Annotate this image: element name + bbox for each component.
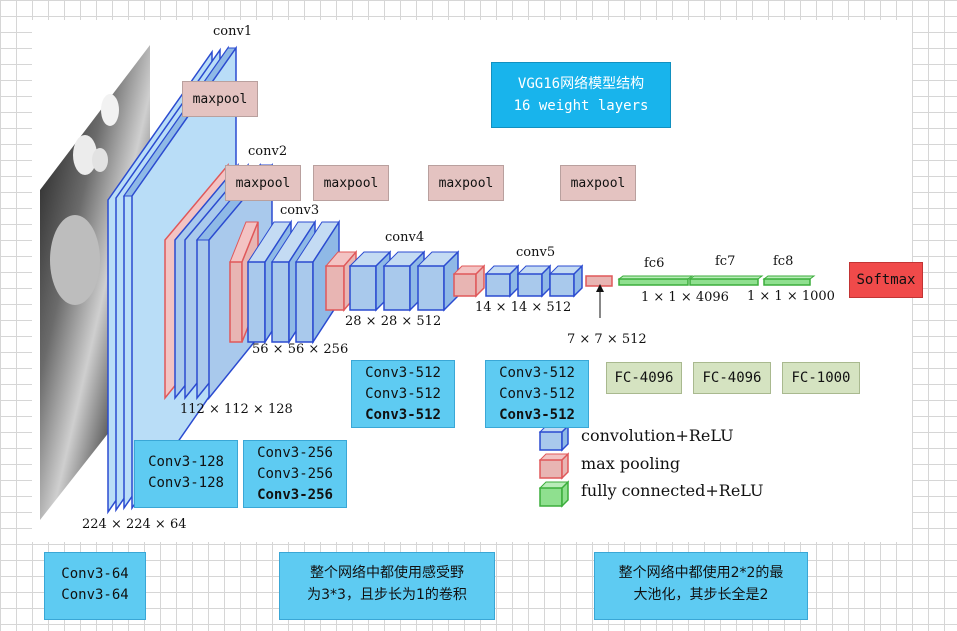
- conv-group-2-line-1: Conv3-128: [148, 454, 224, 470]
- conv2-block: [164, 162, 274, 401]
- legend-fc-cube: [538, 480, 570, 508]
- maxpool-label-5: maxpool: [560, 165, 636, 201]
- conv-group-3-line-1: Conv3-256: [257, 445, 333, 461]
- title-line-2: 16 weight layers: [513, 98, 649, 114]
- conv3-block: [229, 219, 340, 345]
- conv-group-5-line-1: Conv3-512: [499, 365, 575, 381]
- note-pool-line-1: 整个网络中都使用2*2的最: [618, 565, 784, 581]
- pool5-arrow: [596, 284, 604, 318]
- conv-group-3: Conv3-256 Conv3-256 Conv3-256: [243, 440, 347, 508]
- maxpool-label-2: maxpool: [225, 165, 301, 201]
- conv-group-5-line-3: Conv3-512: [499, 407, 575, 423]
- conv-group-3-line-2: Conv3-256: [257, 466, 333, 482]
- fc-layers: [617, 275, 816, 286]
- conv-group-1: Conv3-64 Conv3-64: [44, 552, 146, 620]
- conv3-label: conv3: [280, 203, 320, 218]
- legend-conv-label: convolution+ReLU: [581, 426, 734, 445]
- conv-group-4-line-3: Conv3-512: [365, 407, 441, 423]
- legend-pool-cube: [538, 452, 570, 480]
- dim-fc1000: 1 × 1 × 1000: [747, 289, 835, 304]
- conv4-block: [324, 249, 460, 313]
- conv-group-2-line-2: Conv3-128: [148, 475, 224, 491]
- legend-fc-label: fully connected+ReLU: [581, 481, 764, 500]
- dim-14: 14 × 14 × 512: [475, 300, 572, 315]
- conv-group-1-line-1: Conv3-64: [61, 566, 129, 582]
- legend-pool-label: max pooling: [581, 454, 681, 473]
- dim-7: 7 × 7 × 512: [567, 332, 647, 347]
- title-line-1: VGG16网络模型结构: [517, 76, 645, 92]
- dim-28: 28 × 28 × 512: [345, 314, 442, 329]
- fc7-label: fc7: [715, 254, 736, 269]
- dim-fc4096: 1 × 1 × 4096: [641, 290, 729, 305]
- conv5-label: conv5: [516, 245, 556, 260]
- conv2-label: conv2: [248, 144, 288, 159]
- note-kernel-line-2: 为3*3，且步长为1的卷积: [307, 587, 467, 603]
- conv-group-2: Conv3-128 Conv3-128: [134, 440, 238, 508]
- conv-group-4-line-1: Conv3-512: [365, 365, 441, 381]
- conv-group-1-line-2: Conv3-64: [61, 587, 129, 603]
- conv5-block: [452, 264, 613, 298]
- fc-box-3: FC-1000: [782, 362, 860, 394]
- maxpool-label-4: maxpool: [428, 165, 504, 201]
- softmax-box: Softmax: [849, 262, 923, 298]
- legend-conv-cube: [538, 424, 570, 452]
- title-box: VGG16网络模型结构 16 weight layers: [491, 62, 671, 128]
- fc-box-1: FC-4096: [606, 362, 682, 394]
- fc8-label: fc8: [773, 254, 794, 269]
- maxpool-label-3: maxpool: [313, 165, 389, 201]
- maxpool-label-1: maxpool: [182, 81, 258, 117]
- fc6-label: fc6: [644, 256, 665, 271]
- conv-group-4-line-2: Conv3-512: [365, 386, 441, 402]
- conv-group-3-line-3: Conv3-256: [257, 487, 333, 503]
- note-pool: 整个网络中都使用2*2的最 大池化，其步长全是2: [594, 552, 808, 620]
- note-kernel-line-1: 整个网络中都使用感受野: [310, 565, 464, 581]
- conv4-label: conv4: [385, 230, 425, 245]
- conv-group-5: Conv3-512 Conv3-512 Conv3-512: [485, 360, 589, 428]
- conv1-label: conv1: [213, 24, 253, 39]
- dim-56: 56 × 56 × 256: [252, 342, 349, 357]
- note-kernel: 整个网络中都使用感受野 为3*3，且步长为1的卷积: [279, 552, 495, 620]
- fc-box-2: FC-4096: [693, 362, 771, 394]
- note-pool-line-2: 大池化，其步长全是2: [633, 587, 769, 603]
- dim-224: 224 × 224 × 64: [82, 517, 187, 532]
- conv-group-4: Conv3-512 Conv3-512 Conv3-512: [351, 360, 455, 428]
- dim-112: 112 × 112 × 128: [180, 402, 293, 417]
- conv-group-5-line-2: Conv3-512: [499, 386, 575, 402]
